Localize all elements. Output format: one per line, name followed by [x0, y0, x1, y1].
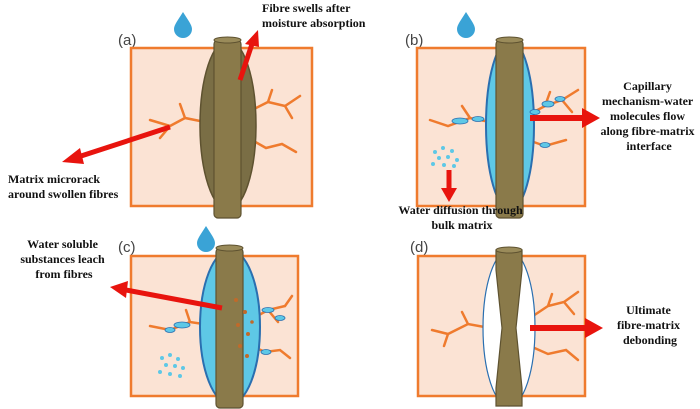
panel-b-label: (b): [405, 32, 423, 49]
panel-b-fibre: [495, 39, 524, 219]
panel-a-label: (a): [118, 32, 136, 49]
panel-c-diffusion-dots: [158, 353, 185, 378]
panel-c: (c) Water s: [20, 226, 300, 409]
panel-a-swelling-note: Fibre swells after moisture absorption: [262, 1, 366, 30]
panel-d-debond-note: Ultimate fibre-matrix debonding: [617, 303, 683, 347]
panel-b-fibre-top: [495, 36, 524, 44]
panel-c-label: (c): [118, 239, 136, 256]
panel-c-leach-arrow: [125, 287, 223, 311]
panel-d-fibre: [495, 249, 523, 407]
panel-a-fibre: [213, 39, 242, 219]
panel-a: (a) Fibre swells after moisture absorpti…: [8, 1, 366, 219]
panel-b-water-channels: [451, 96, 566, 148]
panel-c-fibre-top: [215, 244, 244, 252]
panel-d-debond-arrowhead: [585, 318, 603, 338]
panel-c-fibre: [215, 247, 244, 409]
panel-a-microcrack-note: Matrix microrack around swollen fibres: [8, 172, 119, 201]
panel-c-leached-substances: [234, 298, 254, 358]
water-droplet-icon: [174, 12, 192, 38]
water-droplet-icon: [197, 226, 215, 252]
panel-d-label: (d): [410, 239, 428, 256]
panel-c-leach-arrowhead: [110, 281, 128, 298]
panel-d-fibre-top: [495, 246, 523, 254]
water-droplet-icon: [457, 12, 475, 38]
panel-a-swelling-arrow: [237, 43, 255, 81]
panel-a-microcrack-arrow: [77, 124, 171, 160]
panel-a-fibre-top: [213, 36, 242, 44]
panel-c-water-channels: [164, 307, 286, 355]
panel-b-diffusion-note: Water diffusion through bulk matrix: [398, 203, 525, 232]
panel-b: (b) Capill: [398, 12, 697, 232]
panel-d-matrix-cracks: [430, 290, 580, 362]
panel-a-microcrack-arrowhead: [62, 148, 84, 164]
panel-d: (d) Ultimate fibre-matrix debonding: [410, 239, 683, 407]
panel-b-capillary-arrowhead: [582, 108, 600, 128]
panel-c-leach-note: Water soluble substances leach from fibr…: [20, 237, 107, 281]
panel-b-capillary-note: Capillary mechanism-water molecules flow…: [600, 79, 697, 153]
panel-b-diffusion-arrowhead: [441, 188, 457, 202]
panel-a-swelling-arrowhead: [245, 30, 259, 47]
panel-b-diffusion-dots: [431, 146, 459, 168]
